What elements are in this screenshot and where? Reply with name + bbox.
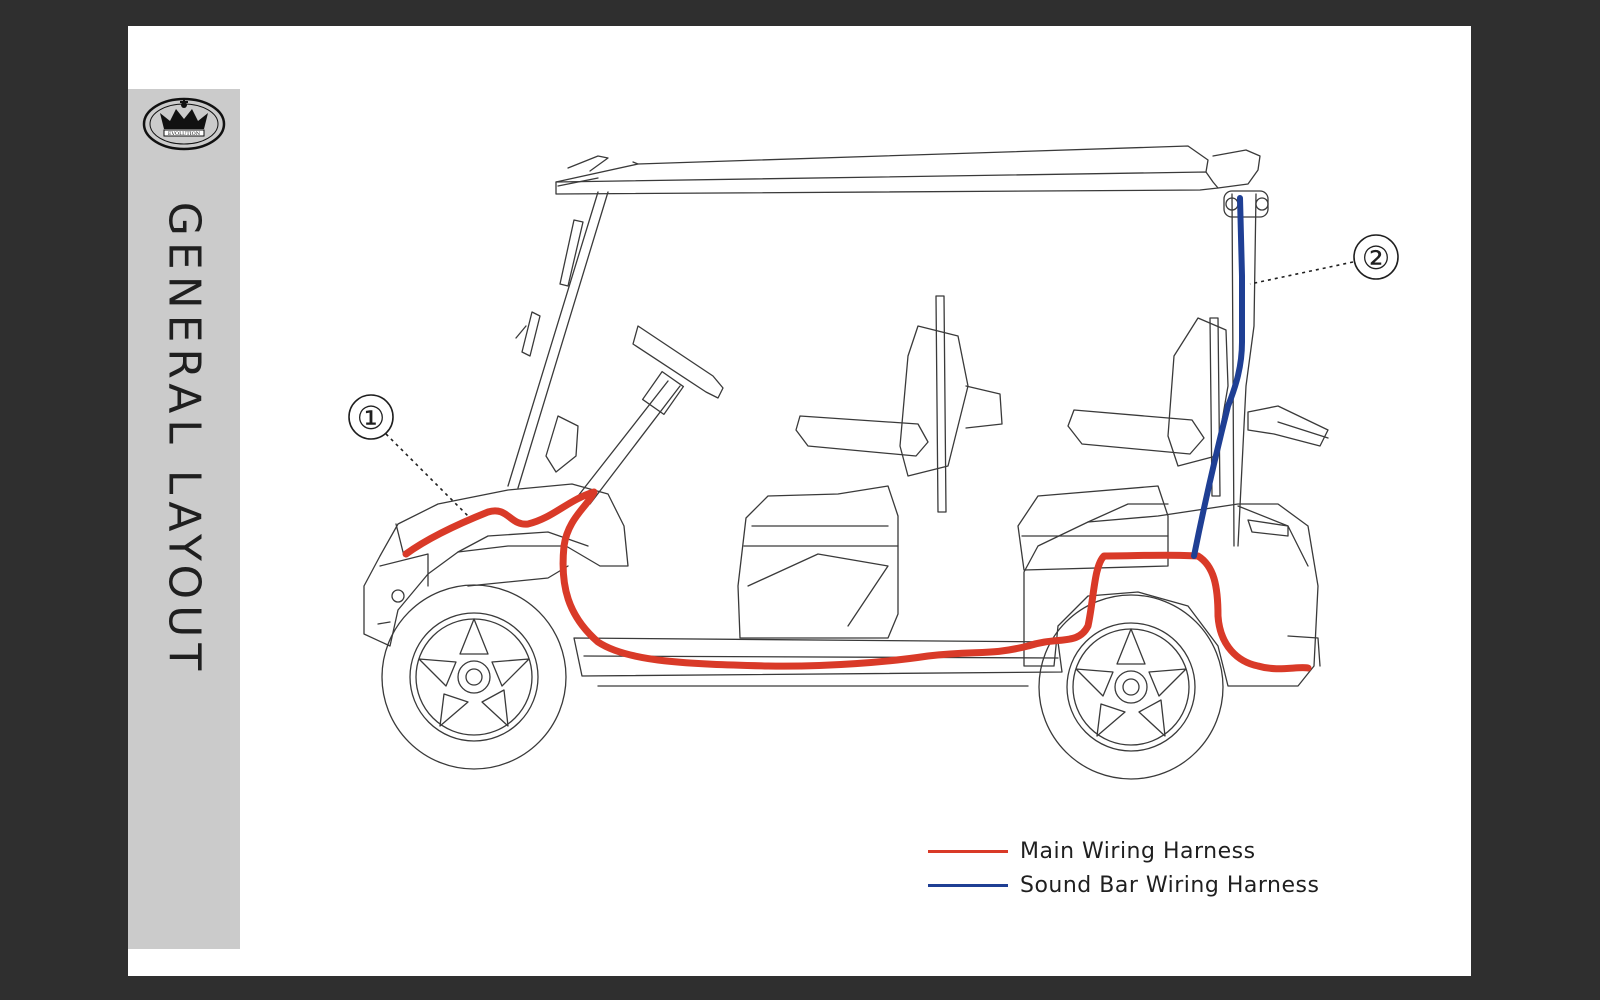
callout-2: ② bbox=[1249, 234, 1399, 285]
legend-swatch-main bbox=[928, 849, 1008, 853]
sound-bar-wiring-harness bbox=[1191, 195, 1245, 559]
legend-swatch-sound-bar bbox=[928, 883, 1008, 887]
legend-item-main: Main Wiring Harness bbox=[928, 834, 1388, 868]
rear-pillar bbox=[1223, 190, 1269, 547]
logo-text: EVOLUTION bbox=[168, 131, 201, 137]
callout-1: ① bbox=[348, 394, 469, 517]
front-seat bbox=[737, 295, 1003, 639]
rear-wheel bbox=[1038, 594, 1224, 780]
callout-2-label: ② bbox=[1362, 239, 1391, 277]
legend-label-main: Main Wiring Harness bbox=[1020, 838, 1256, 864]
rear-body bbox=[1023, 503, 1321, 687]
legend: Main Wiring Harness Sound Bar Wiring Har… bbox=[928, 834, 1388, 902]
main-wiring-harness bbox=[402, 488, 1312, 673]
roof-canopy bbox=[555, 145, 1261, 195]
rear-seat bbox=[1017, 317, 1329, 571]
legend-label-sound-bar: Sound Bar Wiring Harness bbox=[1020, 872, 1320, 898]
callout-1-label: ① bbox=[357, 399, 386, 437]
front-pillar bbox=[507, 191, 609, 489]
layout-sheet: EVOLUTION GENERAL LAYOUT bbox=[128, 26, 1471, 976]
steering-assembly bbox=[545, 325, 724, 505]
legend-item-sound-bar: Sound Bar Wiring Harness bbox=[928, 868, 1388, 902]
crown-logo: EVOLUTION bbox=[142, 97, 226, 151]
floor-rocker bbox=[573, 637, 1063, 687]
side-title-band: EVOLUTION GENERAL LAYOUT bbox=[128, 89, 240, 949]
front-wheel bbox=[381, 584, 567, 770]
golf-cart-diagram: ① ② bbox=[348, 145, 1399, 780]
